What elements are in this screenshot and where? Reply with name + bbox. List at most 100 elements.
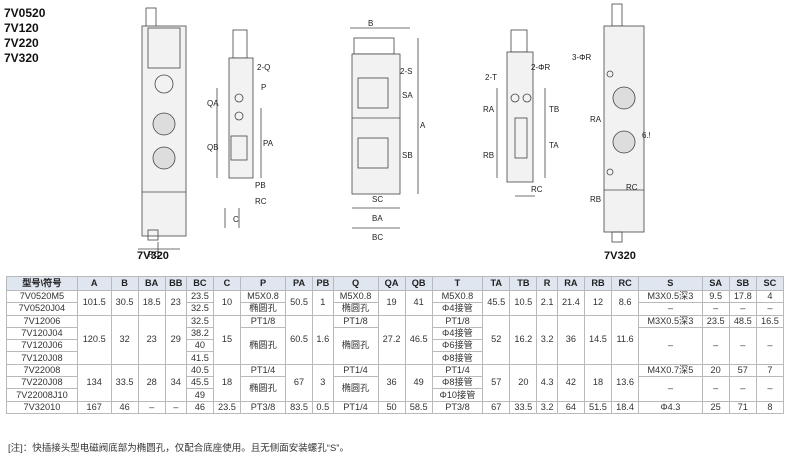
table-cell: 16.2	[509, 314, 538, 365]
table-cell: 60.5	[284, 314, 314, 365]
model-name: 7V120	[4, 21, 39, 35]
col-header: QA	[377, 276, 406, 291]
table-cell: 67	[284, 363, 314, 402]
table-row: 7V0520M5 101.5 30.5 18.5 23 23.5 10 M5X0…	[6, 289, 785, 316]
dim-label: RC	[148, 250, 160, 259]
table-cell: 71	[728, 400, 757, 414]
table-cell: 40.5	[185, 363, 214, 378]
table-cell: PT1/8	[431, 314, 484, 328]
dim-label: TA	[549, 141, 559, 150]
table-cell: –	[638, 302, 703, 316]
dim-label: PA	[263, 139, 274, 148]
table-cell: 23.5	[185, 289, 214, 304]
table-cell: 50	[377, 400, 406, 414]
table-cell: 20	[509, 363, 538, 402]
table-cell: 101.5	[76, 290, 112, 316]
table-cell: Φ4接管	[431, 302, 484, 316]
model-cell: 7V12006	[6, 314, 78, 328]
table-cell: 36	[556, 314, 585, 365]
section-view-drawing: 2-T 2-ΦR RA TB RB TA RC	[475, 28, 565, 208]
table-cell: 33.5	[509, 400, 538, 414]
table-cell: PT1/8	[332, 314, 379, 328]
table-cell: 46.5	[404, 314, 433, 365]
table-cell: 0.5	[312, 400, 334, 414]
dim-label: 2-Q	[257, 63, 270, 72]
table-cell: Φ10接管	[431, 388, 484, 402]
table-cell: Φ8接管	[431, 351, 484, 365]
model-name: 7V0520	[4, 6, 46, 20]
table-cell: –	[164, 400, 187, 414]
table-cell: 7	[755, 363, 785, 378]
table-cell: 49	[185, 388, 214, 402]
table-cell: 38.2	[185, 326, 214, 341]
table-cell: PT1/4	[332, 363, 379, 378]
table-cell: –	[728, 302, 757, 316]
table-cell: PT1/8	[240, 314, 286, 328]
table-row: 7V120J04 38.2 椭圆孔 椭圆孔 Φ4接管 – – – –	[6, 326, 785, 365]
dim-label: C	[233, 215, 239, 224]
table-cell: Φ4接管	[431, 326, 484, 341]
footnote: [注]：快插接头型电磁阀底部为椭圆孔，仅配合底座使用。且无侧面安装螺孔“S”。	[8, 443, 349, 454]
table-cell: 17.8	[728, 289, 757, 304]
table-cell: PT1/4	[240, 363, 286, 378]
table-cell: 30.5	[110, 290, 139, 316]
table-cell: 椭圆孔	[240, 326, 286, 365]
table-cell: 9.5	[701, 289, 730, 304]
model-list: 7V0520 7V120 7V220 7V320	[4, 6, 74, 66]
table-header-row: 型号\符号 A B BA BB BC C P PA PB Q QA QB T T…	[6, 276, 785, 291]
model-cell: 7V0520J04	[6, 302, 78, 316]
dim-label: A	[420, 121, 426, 130]
model-cell: 7V32010	[6, 400, 78, 414]
table-cell: 83.5	[284, 400, 314, 414]
table-cell: –	[701, 302, 730, 316]
table-cell: M5X0.8	[431, 289, 484, 304]
table-cell: Φ8接管	[431, 376, 484, 390]
table-cell: 32.5	[185, 302, 214, 316]
dim-label: B	[368, 19, 373, 28]
dim-label: BA	[372, 214, 383, 223]
col-header: T	[431, 276, 484, 291]
table-cell: 134	[76, 363, 112, 402]
table-cell: –	[728, 326, 757, 365]
table-cell: –	[728, 376, 757, 402]
model-cell: 7V0520M5	[6, 289, 78, 304]
table-cell: –	[701, 376, 730, 402]
table-cell: 11.6	[611, 314, 640, 365]
col-header: C	[212, 276, 242, 291]
col-header: P	[240, 276, 286, 291]
table-cell: 51.5	[583, 400, 613, 414]
col-header: TB	[509, 276, 538, 291]
table-cell: 18.4	[611, 400, 640, 414]
table-row: 7V12006 120.5 32 23 29 32.5 15 PT1/8 60.…	[6, 314, 785, 365]
dim-label: PB	[255, 181, 266, 190]
table-cell: 15	[212, 314, 242, 365]
dim-label: 2-ΦR	[531, 63, 550, 72]
table-cell: 椭圆孔	[240, 376, 286, 402]
col-header: RA	[556, 276, 585, 291]
table-cell: 4.3	[536, 363, 558, 402]
table-cell: 32	[110, 314, 139, 365]
col-header: R	[536, 276, 558, 291]
table-cell: Φ6接管	[431, 339, 484, 353]
dim-label: SC	[372, 195, 383, 204]
table-row: 7V120J06 40 Φ6接管	[6, 339, 784, 353]
table-cell: M3X0.5深3	[638, 314, 703, 328]
dim-label: SA	[402, 91, 413, 100]
col-header: TA	[482, 276, 511, 291]
table-cell: M3X0.5深3	[638, 289, 703, 304]
table-cell: 58.5	[404, 400, 433, 414]
table-cell: 3.2	[536, 314, 558, 365]
table-cell: 椭圆孔	[332, 302, 379, 316]
table-cell: 椭圆孔	[332, 326, 379, 365]
dim-label: RC	[531, 185, 543, 194]
col-header: QB	[404, 276, 433, 291]
col-header: BC	[185, 276, 214, 291]
table-cell: Φ4.3	[638, 400, 703, 414]
dim-label: RC	[626, 183, 638, 192]
table-cell: PT3/8	[431, 400, 484, 414]
col-header: A	[76, 276, 112, 291]
table-cell: 41.5	[185, 351, 214, 365]
table-cell: 49	[404, 363, 433, 402]
side-view-drawing: 2-Q P QA QB PA PB RC C	[205, 28, 280, 233]
table-cell: 67	[482, 400, 511, 414]
